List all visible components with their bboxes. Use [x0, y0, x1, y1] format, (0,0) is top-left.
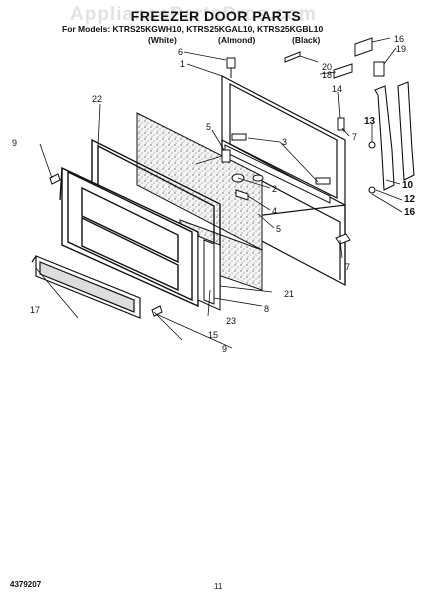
callout-8: 8 — [264, 304, 269, 314]
page-number: 11 — [214, 582, 223, 591]
callout-14: 14 — [332, 84, 342, 94]
hinge-brackets — [231, 133, 331, 185]
door-stop-parts — [221, 149, 264, 201]
page-title: FREEZER DOOR PARTS — [130, 8, 302, 24]
variant-black: (Black) — [292, 35, 321, 45]
callout-20: 20 — [322, 62, 332, 72]
door-handle — [31, 255, 141, 319]
top-hinge — [284, 37, 385, 79]
callout-23: 23 — [226, 316, 236, 326]
callout-5b: 5 — [276, 224, 281, 234]
trim-strips — [197, 235, 221, 311]
callout-5a: 5 — [206, 122, 211, 132]
callout-16b: 16 — [404, 207, 416, 218]
side-hinge-bar — [368, 81, 415, 194]
callout-6: 6 — [178, 47, 183, 57]
screws — [226, 57, 351, 245]
callout-19: 19 — [396, 44, 406, 54]
door-panel — [59, 166, 199, 308]
callout-18: 18 — [322, 70, 332, 80]
callout-15: 15 — [208, 330, 218, 340]
callout-12: 12 — [404, 194, 416, 205]
callout-16a: 16 — [394, 34, 404, 44]
leader-lines — [35, 37, 403, 349]
callout-4: 4 — [272, 206, 277, 216]
callout-13: 13 — [364, 116, 376, 127]
callout-9b: 9 — [222, 344, 227, 354]
callout-3: 3 — [282, 137, 287, 147]
door-frame — [220, 75, 346, 286]
variant-white: (White) — [148, 35, 177, 45]
callout-21: 21 — [284, 289, 294, 299]
watermark: AppliancePartsPros.com — [70, 4, 317, 25]
callout-2: 2 — [272, 184, 277, 194]
variant-almond: (Almond) — [218, 35, 256, 45]
callout-7b: 7 — [345, 262, 350, 272]
callout-10: 10 — [402, 180, 414, 191]
callout-17: 17 — [30, 305, 40, 315]
callout-9a: 9 — [12, 138, 17, 148]
callout-1: 1 — [180, 59, 185, 69]
callout-7a: 7 — [352, 132, 357, 142]
door-screws — [49, 173, 163, 317]
callout-22: 22 — [92, 94, 102, 104]
part-number: 4379207 — [10, 580, 42, 589]
model-list: For Models: KTRS25KGWH10, KTRS25KGAL10, … — [62, 24, 324, 34]
